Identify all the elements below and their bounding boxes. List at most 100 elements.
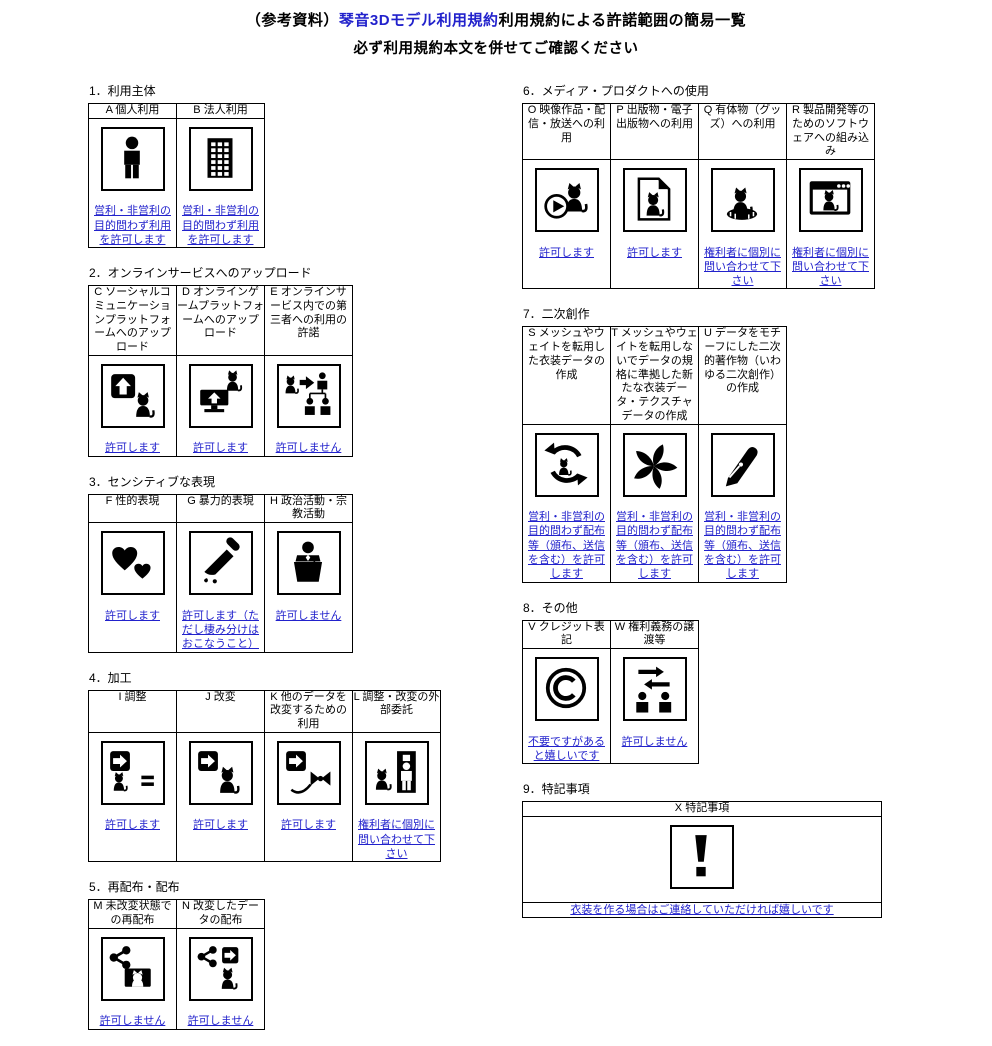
section-title: 5．再配布・配布 [89,880,180,895]
handover-people-icon [622,657,687,722]
cell-result: 営利・非営利の目的問わず利用を許可します [176,204,265,248]
cell-label: C ソーシャルコミュニケーションプラットフォームへのアップロード [88,285,177,356]
cell-result: 営利・非営利の目的問わず配布等（頒布、送信を含む）を許可します [610,510,699,583]
icon-cell [786,159,875,246]
icon-cell [176,928,265,1015]
cell-result: 許可します（ただし棲み分けはおこなうこと） [176,608,265,653]
section-9: 9．特記事項 X 特記事項衣装を作る場合はご連絡していただければ嬉しいです [522,780,888,919]
cell-label: V クレジット表記 [522,620,611,650]
section-title: 8．その他 [523,600,578,615]
share-folder-cat-icon [100,936,165,1001]
copyright-icon [534,657,599,722]
cell-result: 許可します [610,245,699,289]
arrow-cat-equals-icon [100,741,165,806]
icon-cell [698,424,787,511]
icon-cell [88,522,177,609]
terms-link[interactable]: 琴音3Dモデル利用規約 [338,12,499,29]
icon-cell [88,118,177,205]
building-icon [188,127,253,191]
hearts-icon [100,531,165,596]
cell-label: G 暴力的表現 [176,494,265,524]
cell-label: M 未改変状態での再配布 [88,899,177,929]
cell-label: L 調整・改変の外部委託 [352,690,441,733]
icon-cell [610,424,699,511]
icon-cell [522,424,611,511]
cell-result: 許可しません [176,1014,265,1030]
cell-label: K 他のデータを改変するための利用 [264,690,353,733]
cell-label: F 性的表現 [88,494,177,524]
play-button-cat-icon [534,168,599,233]
cell-label: S メッシュやウェイトを転用した衣装データの作成 [522,326,611,425]
cell-label: W 権利義務の譲渡等 [610,620,699,650]
section-title: 4．加工 [89,670,132,685]
cell-label: Q 有体物（グッズ）への利用 [698,103,787,160]
cell-label: T メッシュやウェイトを転用しないでデータの規格に準拠した新たな衣装データ・テク… [610,326,699,425]
icon-cell [264,522,353,609]
cell-result: 許可します [176,818,265,862]
cell-result: 権利者に個別に問い合わせて下さい [352,818,441,862]
cell-result: 許可しません [610,734,699,764]
recycle-cat-icon [534,432,599,497]
section-title: 6．メディア・プロダクトへの使用 [523,84,709,98]
document-cat-icon [622,168,687,233]
arrow-cat-icon [188,741,253,806]
cell-result: 許可します [88,608,177,653]
monitor-upload-cat-icon [188,364,253,429]
cell-label: J 改変 [176,690,265,733]
cell-result: 権利者に個別に問い合わせて下さい [786,245,875,289]
permission-table: X 特記事項衣装を作る場合はご連絡していただければ嬉しいです [522,801,882,919]
title-prefix: （参考資料） [245,12,339,29]
cell-label: D オンラインゲームプラットフォームへのアップロード [176,285,265,356]
icon-cell [176,118,265,205]
section-title: 7．二次創作 [523,307,590,322]
cell-result: 営利・非営利の目的問わず利用を許可します [88,204,177,248]
arrow-ribbon-cat-icon [276,741,341,806]
cell-result: 営利・非営利の目的問わず配布等（頒布、送信を含む）を許可します [698,510,787,583]
cell-label: B 法人利用 [176,103,265,119]
cell-result: 許可します [88,818,177,862]
cell-label: O 映像作品・配信・放送への利用 [522,103,611,160]
icon-cell [264,355,353,442]
icon-cell [352,732,441,819]
cell-label: U データをモチーフにした二次的著作物（いわゆる二次創作）の作成 [698,326,787,425]
icon-cell [522,159,611,246]
icon-cell [610,648,699,735]
cell-result: 許可します [176,441,265,457]
pen-nib-icon [710,432,775,497]
cell-label: H 政治活動・宗教活動 [264,494,353,524]
cell-label: N 改変したデータの配布 [176,899,265,929]
person-icon [100,127,165,191]
cell-result: 権利者に個別に問い合わせて下さい [698,245,787,289]
section-title: 3．センシティブな表現 [89,474,215,489]
cell-label: I 調整 [88,690,177,733]
cell-result: 不要ですがあると嬉しいです [522,734,611,764]
page-subtitle: 必ず利用規約本文を併せてご確認ください [353,41,639,57]
icon-cell [88,355,177,442]
section-title: 9．特記事項 [523,782,590,797]
icon-cell [176,732,265,819]
knife-icon [188,531,253,596]
cell-result: 許可します [264,818,353,862]
leaves-icon [622,432,687,497]
upload-cat-icon [100,364,165,429]
cell-result: 衣装を作る場合はご連絡していただければ嬉しいです [522,901,882,918]
cell-result: 許可します [522,245,611,289]
title-suffix: 利用規約による許諾範囲の簡易一覧 [498,12,747,29]
cell-label: R 製品開発等のためのソフトウェアへの組み込み [786,103,875,160]
